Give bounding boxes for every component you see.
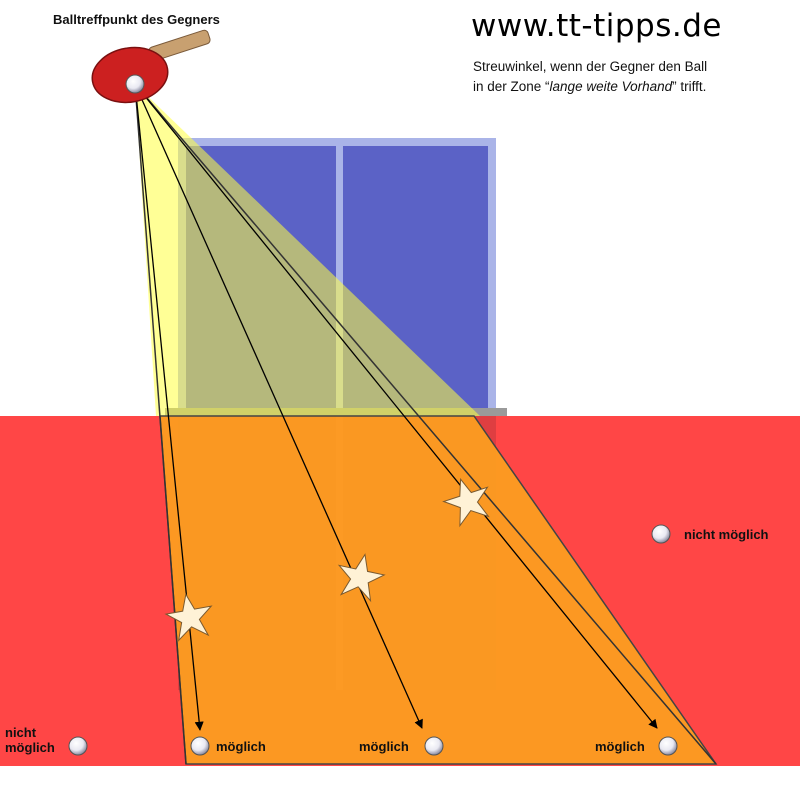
trajectory-arrow-right (134, 83, 658, 729)
yellow-scatter-cone (135, 84, 480, 416)
caption-line-2-em: lange weite Vorhand (550, 79, 673, 94)
caption-line-2-post: ” trifft. (672, 79, 706, 94)
trajectory-arrow-middle (134, 83, 423, 729)
ball-possible-2 (424, 736, 444, 756)
star-icon (337, 553, 386, 603)
balls (68, 74, 678, 756)
ball-possible-3 (658, 736, 678, 756)
ball-hit-point (125, 74, 145, 94)
label-impossible-right: nicht möglich (684, 527, 769, 542)
cone-edge-right (134, 83, 717, 765)
ball-possible-1 (190, 736, 210, 756)
label-possible-1: möglich (216, 739, 266, 754)
label-possible-3: möglich (595, 739, 645, 754)
caption-line-2: in der Zone “lange weite Vorhand” trifft… (473, 79, 706, 94)
label-impossible-left-2: möglich (5, 740, 55, 755)
label-possible-2: möglich (359, 739, 409, 754)
orange-zone-possible (160, 416, 716, 764)
hit-point-label: Balltreffpunkt des Gegners (53, 12, 220, 27)
star-icon (164, 592, 213, 642)
paddle-blade (91, 46, 169, 104)
caption-line-2-pre: in der Zone “ (473, 79, 550, 94)
caption-line-1: Streuwinkel, wenn der Gegner den Ball (473, 59, 707, 74)
ball-impossible-right (651, 524, 671, 544)
cone-edge-left (134, 83, 187, 765)
bounce-stars (164, 477, 490, 642)
ball-impossible-left (68, 736, 88, 756)
label-impossible-left-1: nicht (5, 725, 37, 740)
star-icon (442, 477, 490, 528)
paddle-icon (91, 29, 211, 104)
site-title: www.tt-tipps.de (471, 8, 722, 44)
